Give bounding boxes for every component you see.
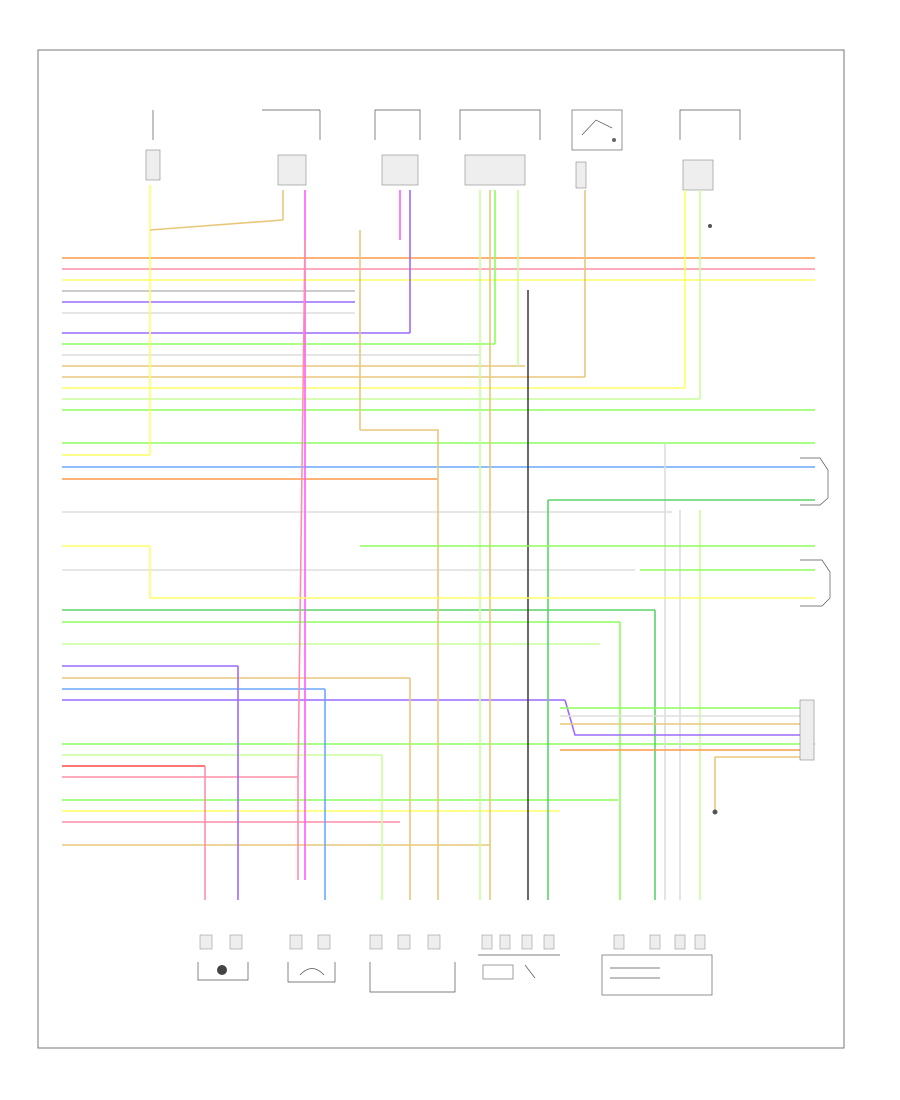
right-component-right-connector [799, 699, 815, 761]
bottom-component-cam-sensor [287, 934, 336, 983]
right-component-evap-valve [800, 559, 831, 607]
top-component-lr-pre [262, 109, 321, 186]
right-component-upper-splice [708, 224, 712, 228]
vertical-wires-bottom [149, 499, 815, 900]
diagram-frame [37, 49, 845, 1049]
bottom-component-ecm-lower [601, 934, 713, 996]
top-component-oil-switch [571, 109, 623, 189]
right-component-heater-relay [800, 457, 829, 506]
bottom-component-throttle-pos [369, 934, 456, 993]
bottom-component-knock [197, 934, 249, 981]
vertical-wires-top [149, 185, 701, 900]
bottom-component-mass-airflow [478, 934, 560, 980]
top-component-rf-post [679, 109, 741, 191]
top-component-ecm-upper [459, 109, 541, 186]
top-component-lf-pre [145, 110, 161, 181]
right-component-ground-splice [712, 809, 718, 815]
top-component-o2-catalyst [374, 109, 421, 186]
